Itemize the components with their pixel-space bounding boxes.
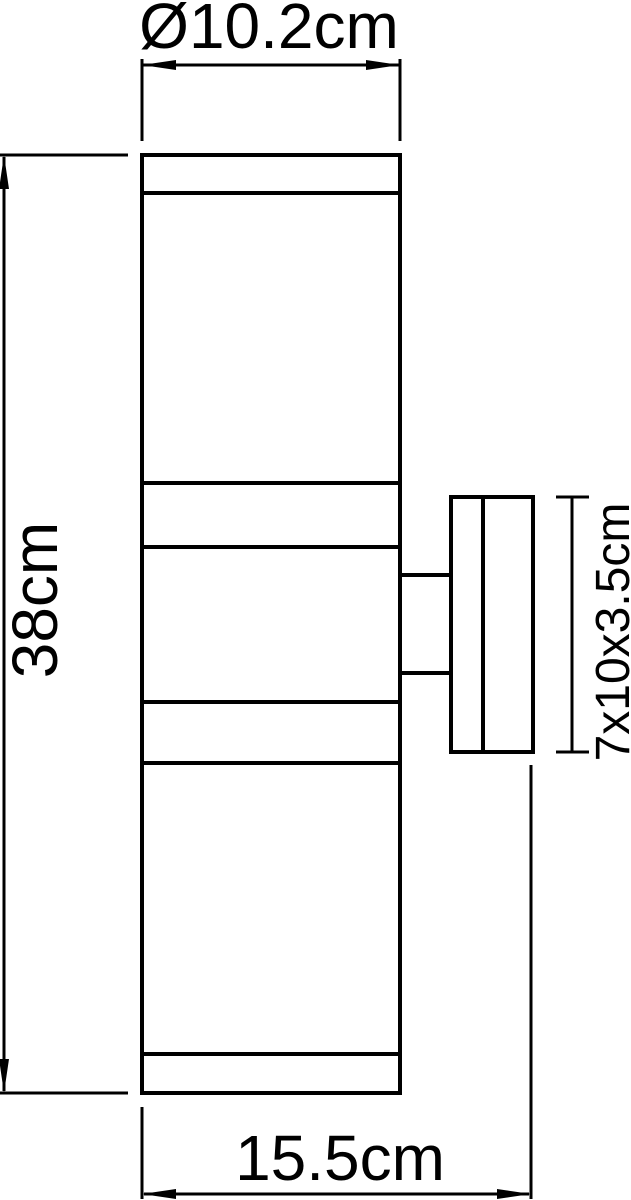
dim-height-arrow-down-icon: [0, 1059, 9, 1093]
dim-depth: 15.5cm: [140, 765, 533, 1199]
bracket-plate-outline: [449, 495, 535, 754]
dim-bracket-label: 7x10x3.5cm: [587, 503, 631, 762]
wall-bracket: [400, 495, 535, 754]
dim-height: 38cm: [0, 153, 128, 1095]
dim-depth-arrow-right-icon: [497, 1189, 531, 1199]
dim-depth-label: 15.5cm: [235, 1122, 445, 1194]
dim-height-arrow-up-icon: [0, 155, 9, 189]
dim-height-label: 38cm: [0, 522, 71, 679]
dim-diameter: Ø10.2cm: [139, 0, 402, 141]
dim-depth-arrow-left-icon: [142, 1189, 176, 1199]
fixture-body-outline: [140, 153, 402, 1095]
fixture-body: [140, 153, 402, 1095]
dim-diameter-label: Ø10.2cm: [139, 0, 399, 62]
dim-diameter-arrow-left-icon: [142, 60, 176, 70]
dim-diameter-arrow-right-icon: [366, 60, 400, 70]
dim-bracket: 7x10x3.5cm: [556, 495, 631, 762]
